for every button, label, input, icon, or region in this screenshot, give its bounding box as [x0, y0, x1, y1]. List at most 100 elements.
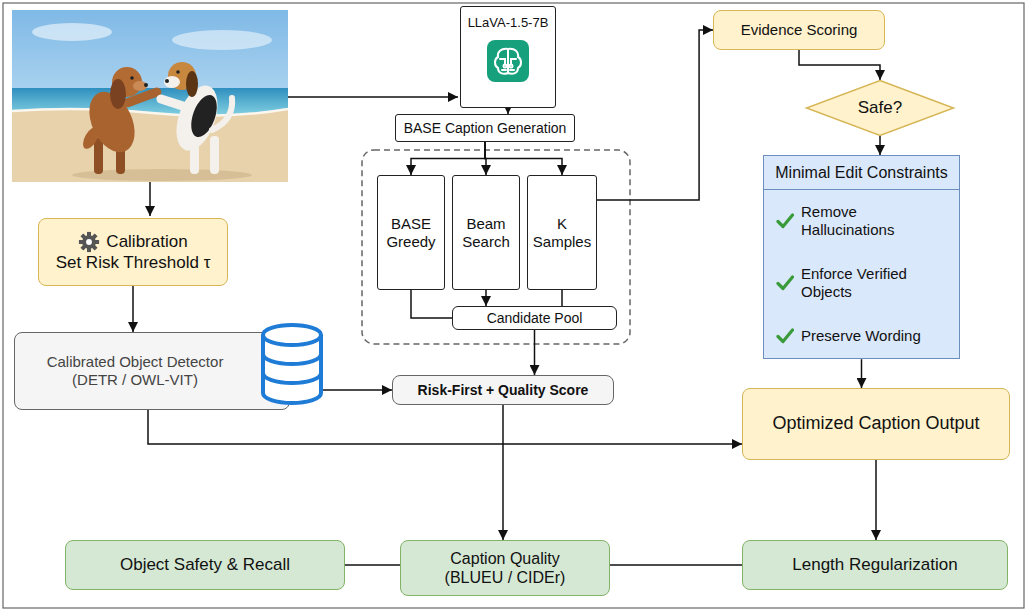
strategy-box: Beam Search — [452, 175, 520, 290]
drawing-part — [130, 76, 134, 80]
box-label: BASE Caption Generation — [404, 120, 567, 136]
box-text: Enforce Verified Objects — [801, 265, 947, 301]
metric-box: Caption Quality (BLUEU / CIDEr) — [400, 540, 610, 596]
check-icon — [776, 212, 794, 230]
gear-icon — [78, 231, 100, 253]
database-icon — [257, 321, 327, 409]
text-row: Calibration — [78, 231, 187, 253]
drawing-part — [12, 10, 288, 182]
text-row: Remove Hallucinations — [764, 190, 959, 252]
connector-arrow — [345, 564, 400, 566]
photo-illustration — [12, 10, 288, 182]
drawing-part — [164, 76, 180, 88]
box-label: LLaVA-1.5-7B — [468, 15, 549, 30]
connector-arrow — [132, 286, 134, 332]
candidate-group-outline — [362, 150, 630, 344]
drawing-part — [176, 70, 180, 74]
drawing-part — [12, 108, 288, 182]
drawing-part — [94, 138, 103, 174]
text-row: Length Regularization — [792, 555, 957, 575]
box-label: Candidate Pool — [487, 310, 583, 326]
check-icon-use — [778, 330, 793, 342]
box-label: BASE Greedy — [386, 215, 435, 250]
model-icon — [486, 39, 530, 83]
box-label: Object Safety & Recall — [120, 555, 290, 574]
box-label: Safe? — [858, 98, 902, 117]
outer-frame — [3, 3, 1024, 608]
drawing-part — [210, 136, 219, 174]
text-row: Risk-First + Quality Score — [418, 382, 589, 399]
drawing-part — [133, 81, 147, 91]
connector-arrow — [502, 405, 504, 540]
box-text: Preserve Wording — [801, 327, 921, 345]
box-label: Length Regularization — [792, 555, 957, 574]
box-label: Optimized Caption Output — [772, 413, 979, 433]
box-label: Caption Quality (BLUEU / CIDEr) — [445, 550, 566, 586]
text-row: Optimized Caption Output — [772, 413, 979, 435]
strategy-box: BASE Greedy — [377, 175, 445, 290]
text-row: Beam Search — [457, 215, 515, 251]
process-box: Evidence Scoring — [713, 10, 885, 50]
connector-arrow — [610, 564, 742, 566]
drawing-part — [80, 67, 163, 174]
connector-arrow — [597, 30, 713, 200]
model-icon-use — [487, 40, 529, 82]
text-row: Enforce Verified Objects — [764, 252, 959, 314]
box-label: Evidence Scoring — [741, 21, 858, 38]
check-icon — [776, 274, 794, 292]
output-box: Optimized Caption Output — [742, 388, 1010, 460]
box-text: Remove Hallucinations — [801, 203, 947, 239]
connector-arrow — [485, 290, 487, 306]
text-row: Object Safety & Recall — [120, 555, 290, 575]
box-label: Beam Search — [462, 215, 510, 250]
drawing-part — [165, 79, 169, 83]
drawing-part — [172, 30, 272, 50]
strategy-box: K Samples — [527, 175, 597, 290]
process-box: BASE Caption Generation — [395, 114, 575, 142]
gear-icon-use — [79, 232, 99, 252]
drawing-part — [110, 79, 126, 109]
drawing-part — [168, 80, 225, 156]
drawing-part — [12, 109, 288, 116]
image-to-model-arrow — [288, 96, 458, 98]
drawing-part — [80, 125, 102, 152]
connector-arrow — [875, 460, 877, 540]
detector-box: Calibrated Object Detector (DETR / OWL-V… — [14, 332, 290, 410]
box-label: Calibrated Object Detector (DETR / OWL-V… — [47, 353, 224, 388]
text-row: LLaVA-1.5-7B — [468, 15, 549, 31]
calibration-box: CalibrationSet Risk Threshold τ — [38, 218, 228, 286]
text-row: Minimal Edit Constraints — [764, 156, 959, 190]
score-box: Risk-First + Quality Score — [392, 375, 614, 405]
connector-arrow — [861, 359, 863, 388]
text-row: Evidence Scoring — [741, 21, 858, 39]
connector-arrow — [534, 330, 536, 375]
check-icon-use — [778, 215, 793, 227]
diamond-shape — [807, 81, 954, 136]
decision-diamond: Safe? — [805, 80, 955, 136]
connector-arrow — [879, 136, 881, 155]
drawing-part — [155, 62, 232, 174]
pool-box: Candidate Pool — [452, 306, 617, 330]
text-row: Preserve Wording — [764, 314, 959, 358]
check-icon-use — [778, 277, 793, 289]
connector-arrow — [411, 142, 485, 175]
box-label: Calibration — [106, 232, 187, 252]
metric-box: Length Regularization — [742, 540, 1008, 590]
drawing-part — [186, 92, 222, 141]
metric-box: Object Safety & Recall — [65, 540, 345, 590]
drawing-part — [144, 83, 148, 87]
text-row: Candidate Pool — [487, 310, 583, 327]
check-icon — [776, 327, 794, 345]
icon-holder — [486, 39, 530, 87]
database-icon-use — [263, 325, 321, 403]
drawing-part — [212, 98, 232, 130]
connector-arrow — [148, 410, 742, 444]
text-row: Caption Quality (BLUEU / CIDEr) — [431, 549, 579, 587]
text-row: Safe? — [858, 98, 902, 118]
drawing-part — [155, 93, 190, 112]
box-label: Minimal Edit Constraints — [775, 164, 948, 181]
constraints-panel: Minimal Edit ConstraintsRemove Hallucina… — [763, 155, 960, 359]
text-row: BASE Caption Generation — [404, 120, 567, 137]
text-row: Set Risk Threshold τ — [56, 253, 211, 273]
